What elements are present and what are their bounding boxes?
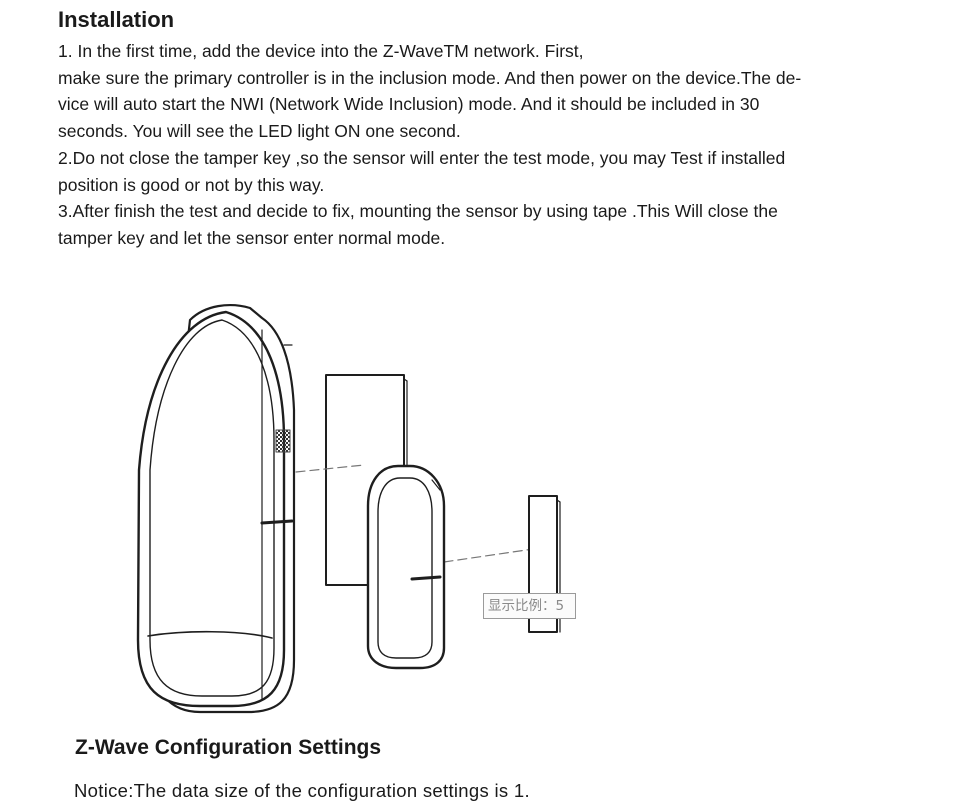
magnet-unit xyxy=(366,464,446,670)
zoom-scale-tooltip: 显示比例：5 xyxy=(483,593,576,619)
instruction-line: make sure the primary controller is in t… xyxy=(58,67,802,88)
installation-heading: Installation xyxy=(58,7,175,32)
configuration-notice: Notice:The data size of the configuratio… xyxy=(74,780,530,801)
main-sensor-lens-line xyxy=(147,630,273,639)
alignment-line xyxy=(295,464,365,473)
instruction-line: 2.Do not close the tamper key ,so the se… xyxy=(58,147,786,168)
instruction-line: 3.After finish the test and decide to fi… xyxy=(58,201,778,222)
tape-edge xyxy=(403,378,408,382)
magnet-outer-shell xyxy=(366,464,446,670)
main-sensor-unit xyxy=(136,304,296,714)
magnet-notch xyxy=(410,575,442,581)
instruction-line: 1. In the first time, add the device int… xyxy=(58,41,584,61)
instruction-line: position is good or not by this way. xyxy=(58,174,325,195)
led-indicator xyxy=(275,429,291,453)
installation-instructions: 1. In the first time, add the device int… xyxy=(58,38,938,252)
main-sensor-notch xyxy=(260,519,294,525)
tape-edge xyxy=(556,499,561,503)
magnet-inner-shell xyxy=(377,477,433,659)
magnet-seam xyxy=(431,479,441,491)
main-sensor-front-cover xyxy=(136,310,286,708)
instruction-line: vice will auto start the NWI (Network Wi… xyxy=(58,94,760,115)
configuration-heading: Z-Wave Configuration Settings xyxy=(75,736,382,759)
sensor-installation-diagram xyxy=(136,304,561,714)
instruction-line: tamper key and let the sensor enter norm… xyxy=(58,227,446,248)
main-sensor-inner-rim xyxy=(149,319,275,697)
alignment-line xyxy=(443,547,541,563)
instruction-line: seconds. You will see the LED light ON o… xyxy=(58,121,461,142)
